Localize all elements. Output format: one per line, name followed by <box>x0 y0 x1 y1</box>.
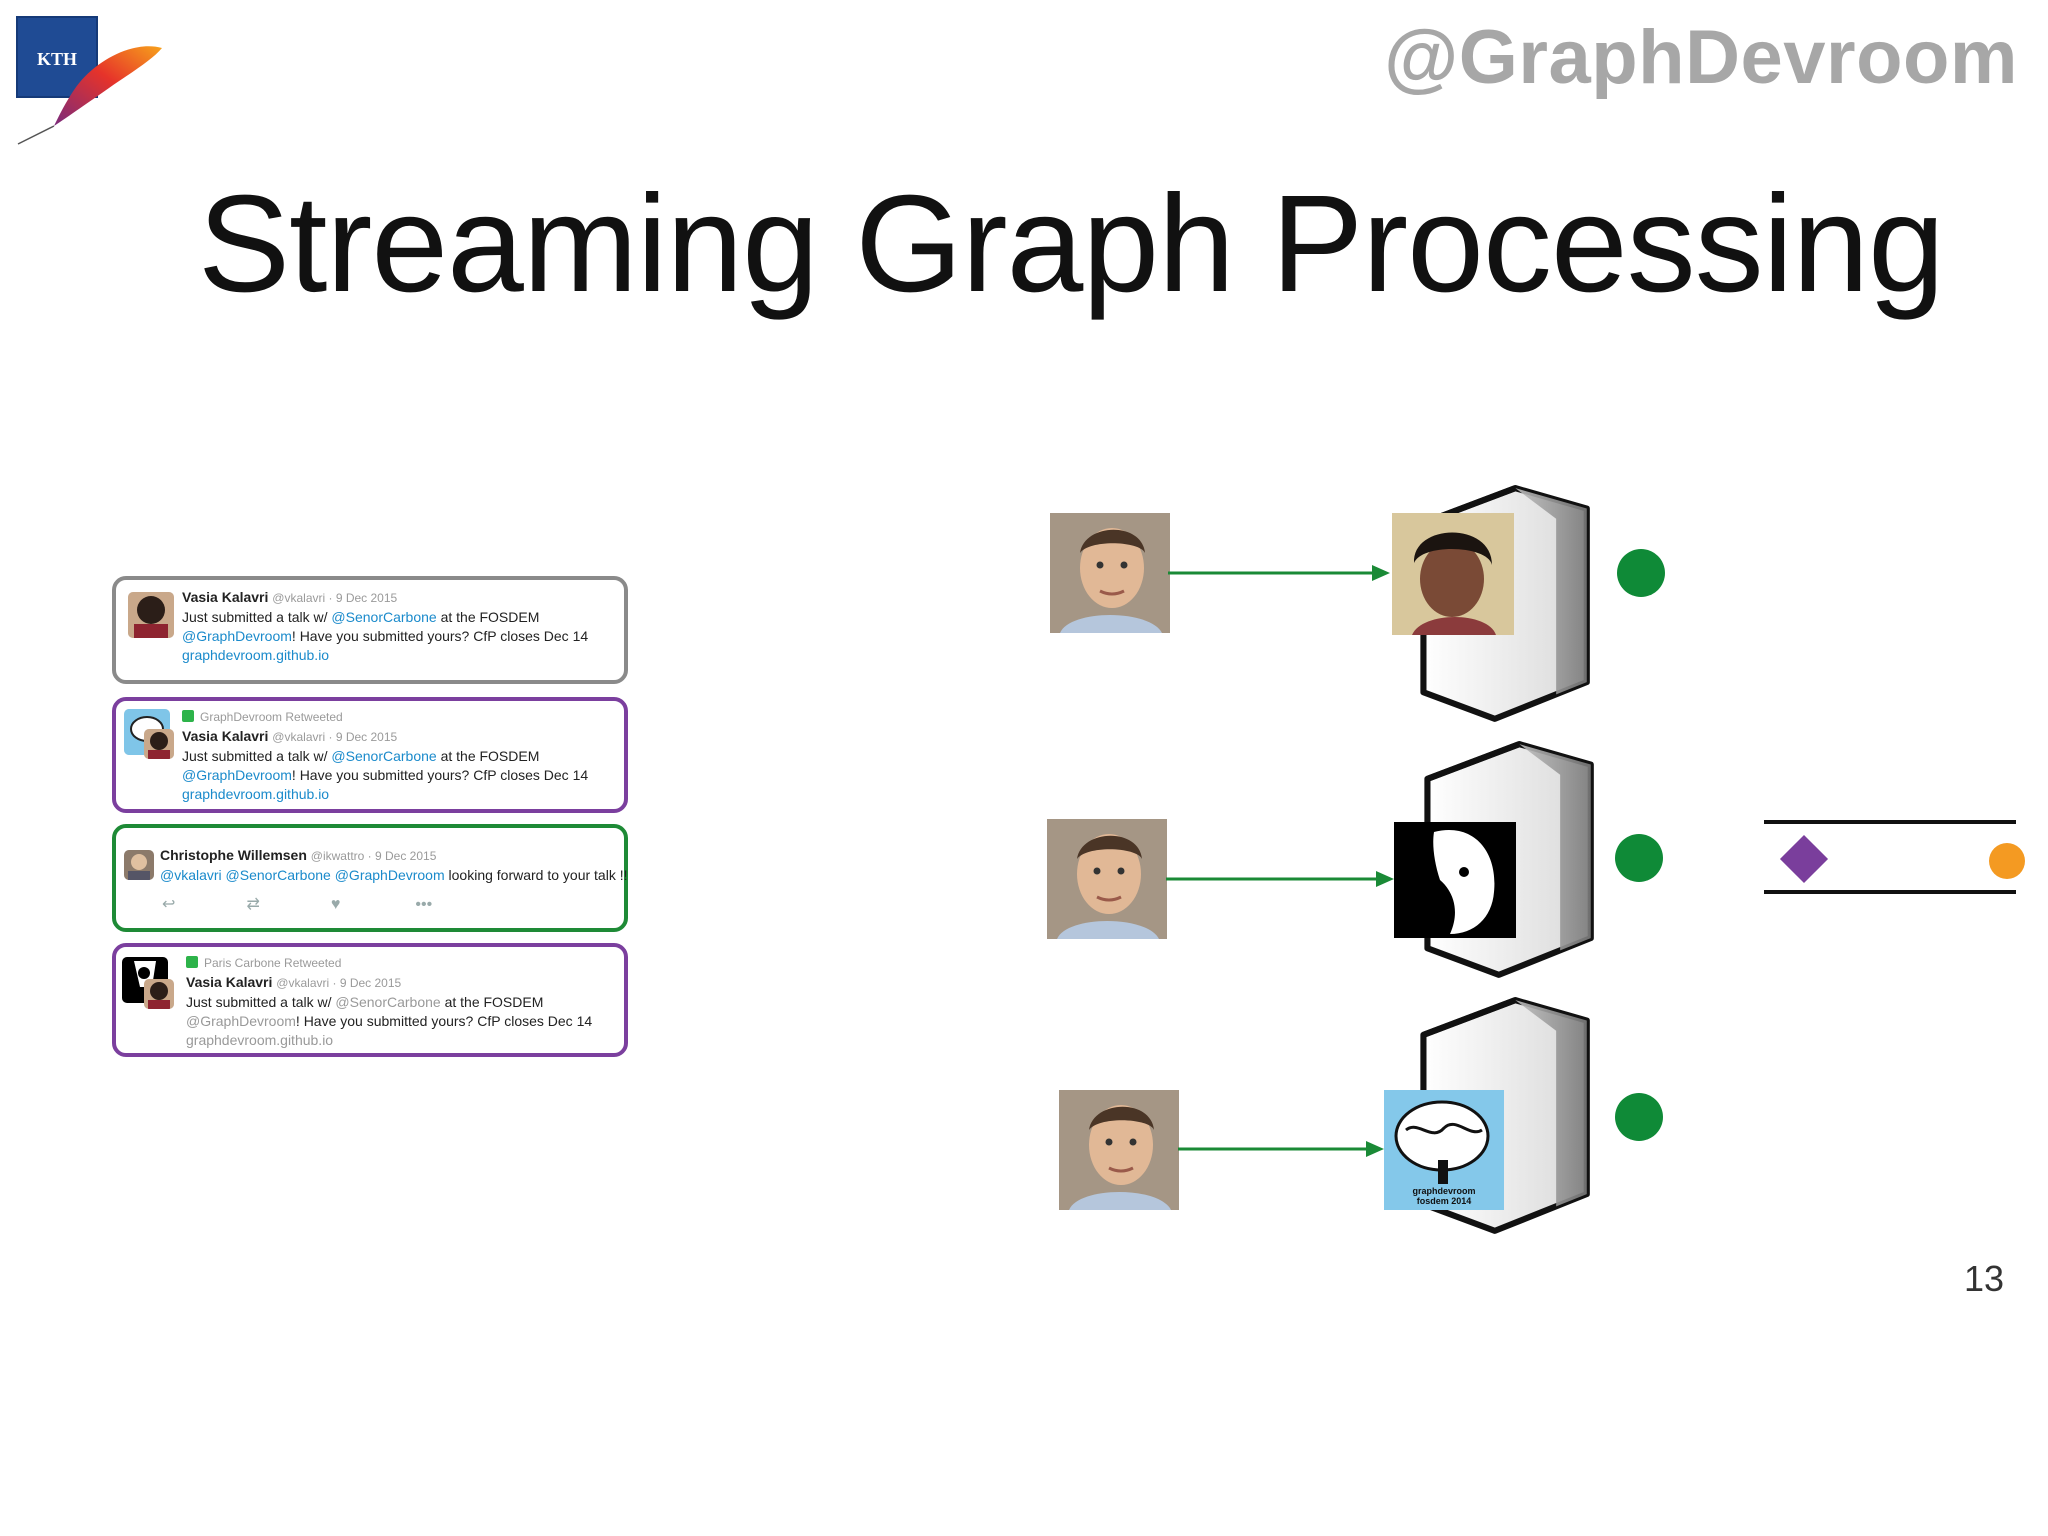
logo-caption: graphdevroom <box>1412 1186 1476 1196</box>
twitter-handle: @GraphDevroom <box>1384 15 2018 100</box>
slide-title: Streaming Graph Processing <box>198 167 1945 321</box>
reply-icon[interactable]: ↩ <box>162 896 176 913</box>
mention-link[interactable]: @SenorCarbone <box>335 994 441 1010</box>
tweet-card[interactable]: Paris Carbone Retweeted Vasia Kalavri @v… <box>112 943 628 1057</box>
mention-link[interactable]: @GraphDevroom <box>182 628 292 644</box>
avatar <box>144 729 174 759</box>
mention-link[interactable]: @GraphDevroom <box>182 767 292 783</box>
tweet-author[interactable]: Christophe Willemsen <box>160 847 307 863</box>
arrow-icon <box>1168 565 1390 581</box>
tweet-text: Just submitted a talk w/ <box>182 609 332 625</box>
tweet-text: ! Have you submitted yours? CfP closes D… <box>295 1013 593 1029</box>
vertex-dot <box>1617 549 1665 597</box>
avatar <box>128 592 174 638</box>
url-link[interactable]: graphdevroom.github.io <box>182 647 330 663</box>
vertex-dot <box>1615 834 1663 882</box>
user-photo <box>1050 513 1170 633</box>
tweet-card[interactable]: GraphDevroom Retweeted Vasia Kalavri @vk… <box>112 697 628 813</box>
logo-caption: fosdem 2014 <box>1416 1196 1472 1206</box>
tweet-author[interactable]: Vasia Kalavri <box>182 728 269 744</box>
avatar <box>144 979 174 1009</box>
user-photo <box>1047 819 1167 939</box>
like-icon[interactable]: ♥ <box>330 896 341 913</box>
url-link[interactable]: graphdevroom.github.io <box>182 786 330 802</box>
user-photo <box>1392 513 1514 635</box>
graphdevroom-logo: graphdevroom fosdem 2014 <box>1384 1090 1504 1210</box>
tweet-text: ! Have you submitted yours? CfP closes D… <box>291 767 589 783</box>
retweet-icon <box>186 956 198 968</box>
tweet-meta: @ikwattro · 9 Dec 2015 <box>310 849 437 863</box>
retweet-icon <box>182 710 194 722</box>
arrow-icon <box>1166 871 1394 887</box>
stream-element-circle <box>1989 843 2025 879</box>
tweet-author[interactable]: Vasia Kalavri <box>186 974 273 990</box>
url-link[interactable]: graphdevroom.github.io <box>186 1032 334 1048</box>
retweet-label: GraphDevroom Retweeted <box>200 710 343 724</box>
retweet-label: Paris Carbone Retweeted <box>204 956 342 970</box>
user-photo <box>1394 822 1516 938</box>
tweet-text: at the FOSDEM <box>440 994 544 1010</box>
mention-link[interactable]: @GraphDevroom <box>186 1013 296 1029</box>
vertex-dot <box>1615 1093 1663 1141</box>
tweet-text: ! Have you submitted yours? CfP closes D… <box>291 628 589 644</box>
tweet-meta: @vkalavri · 9 Dec 2015 <box>272 730 398 744</box>
tweet-text: Just submitted a talk w/ <box>182 748 332 764</box>
stream-queue-bottom-edge <box>1764 890 2016 894</box>
tweet-meta: @vkalavri · 9 Dec 2015 <box>272 591 398 605</box>
kth-logo: KTH <box>16 16 98 98</box>
tweet-text: Just submitted a talk w/ <box>186 994 336 1010</box>
mention-link[interactable]: @SenorCarbone <box>331 748 437 764</box>
tweet-text: looking forward to your talk !! <box>444 867 628 883</box>
mention-link[interactable]: @vkalavri @SenorCarbone @GraphDevroom <box>160 867 445 883</box>
arrow-icon <box>1178 1141 1384 1157</box>
avatar <box>124 850 154 880</box>
tweet-card[interactable]: Vasia Kalavri @vkalavri · 9 Dec 2015 Jus… <box>112 576 628 684</box>
apache-feather-icon <box>17 46 162 145</box>
stream-element-diamond <box>1779 834 1829 884</box>
retweet-icon[interactable]: ⇄ <box>246 896 260 913</box>
user-photo <box>1059 1090 1179 1210</box>
tweet-meta: @vkalavri · 9 Dec 2015 <box>276 976 402 990</box>
tweet-author[interactable]: Vasia Kalavri <box>182 589 269 605</box>
page-number: 13 <box>1963 1258 2004 1299</box>
tweet-text: at the FOSDEM <box>436 609 540 625</box>
mention-link[interactable]: @SenorCarbone <box>331 609 437 625</box>
tweet-actions: ↩ ⇄ ♥ ••• <box>162 894 495 914</box>
stream-queue-top-edge <box>1764 820 2016 824</box>
more-icon[interactable]: ••• <box>415 896 433 913</box>
tweet-card[interactable]: Christophe Willemsen @ikwattro · 9 Dec 2… <box>112 824 628 932</box>
tweet-text: at the FOSDEM <box>436 748 540 764</box>
